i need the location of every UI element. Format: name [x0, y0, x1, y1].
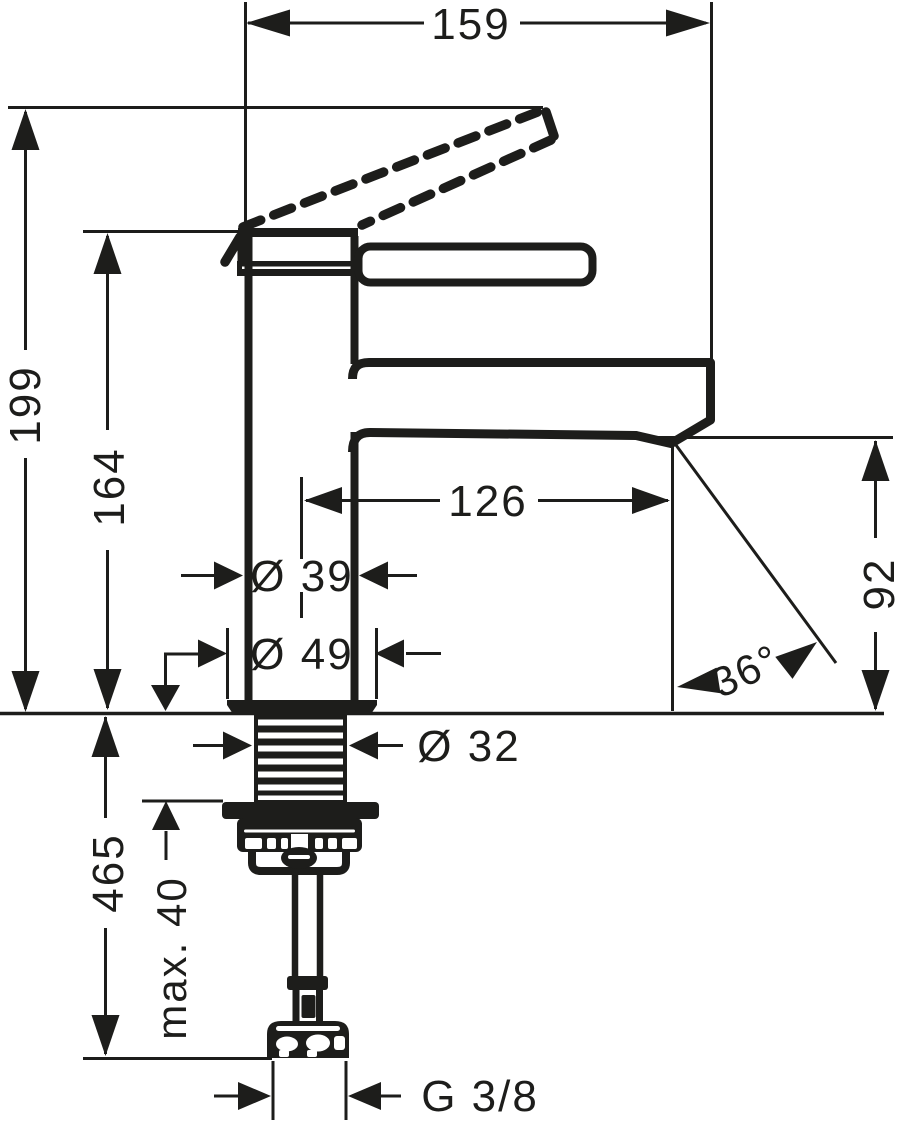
dimension-159-label: 159 [431, 0, 510, 49]
hose-insert [301, 995, 316, 1018]
dimension-body-height: 164 [85, 233, 134, 710]
dimension-g38-label: G 3/8 [421, 1072, 539, 1121]
dimension-dia49-label: Ø 49 [250, 630, 353, 679]
arrow-up-icon [91, 716, 120, 757]
arrow-up-icon [11, 109, 40, 150]
arrow-left-icon [359, 561, 388, 590]
arrow-left-icon [349, 731, 378, 760]
arrow-left-icon [375, 639, 404, 668]
dimension-199-label: 199 [1, 365, 50, 444]
cap-band-hairline [242, 266, 353, 269]
dimension-outlet-height: 92 [855, 440, 901, 711]
dimension-465-label: 465 [84, 833, 133, 912]
arrow-right-icon [238, 1082, 271, 1110]
arrow-left-icon [677, 667, 721, 694]
dimension-hose-length: 465 [84, 716, 133, 1056]
dashed-tip-cap [541, 107, 559, 141]
spout-outline [348, 358, 715, 453]
arrow-down-icon [93, 669, 122, 710]
dimension-dia32-label: Ø 32 [417, 722, 520, 771]
dimension-max-deck-thickness: max. 40 [148, 801, 195, 1040]
handle-raised-dashed-outline [220, 106, 559, 267]
mounting-nut [222, 802, 379, 875]
threaded-shank [254, 714, 347, 802]
arrow-right-icon [198, 639, 227, 668]
arrow-up-icon [861, 440, 890, 481]
dimension-total-height: 199 [1, 109, 50, 712]
dimension-base-diameter: Ø 49 [151, 630, 441, 711]
arrow-right-icon [214, 561, 243, 590]
handle-lever [354, 242, 597, 287]
dimension-92-label: 92 [855, 558, 901, 611]
dimension-shank-diameter: Ø 32 [193, 722, 520, 771]
arrow-left-icon [246, 9, 290, 37]
dimension-connection-thread: G 3/8 [214, 1072, 539, 1121]
arrow-right-icon [632, 487, 670, 514]
arrow-left-icon [348, 1082, 381, 1110]
base-flange [227, 700, 377, 714]
supply-hose [267, 871, 349, 1058]
nut-bracket [248, 851, 350, 875]
arrow-down-icon [11, 671, 40, 712]
arrow-down-icon [861, 670, 890, 711]
dimension-body-diameter: Ø 39 [181, 552, 417, 601]
dimension-max40-label: max. 40 [148, 876, 195, 1039]
dimension-36-label: 36° [704, 635, 787, 707]
hose-collar [287, 976, 328, 990]
dimension-spout-reach: 126 [304, 477, 670, 526]
dimension-164-label: 164 [85, 447, 134, 526]
arrow-left-icon [304, 487, 342, 514]
spray-direction-line [671, 440, 838, 664]
extension-lines [8, 2, 893, 1120]
arrow-right-icon [223, 731, 252, 760]
arrow-diagonal-icon [775, 642, 817, 679]
arrow-down-icon [151, 685, 180, 711]
arrow-up-icon [152, 801, 180, 830]
aerator-lip [636, 431, 675, 442]
dimension-dia39-label: Ø 39 [250, 552, 353, 601]
faucet-outline [222, 228, 715, 1058]
dimension-126-label: 126 [448, 477, 527, 526]
dimension-spout-width: 159 [246, 0, 710, 49]
arrow-right-icon [666, 9, 710, 37]
dashed-lower-edge [357, 135, 556, 230]
dashed-upper-edge [238, 106, 545, 232]
arrow-down-icon [91, 1015, 120, 1056]
arrow-up-icon [93, 233, 122, 274]
dimension-spray-angle: 36° [671, 440, 838, 707]
